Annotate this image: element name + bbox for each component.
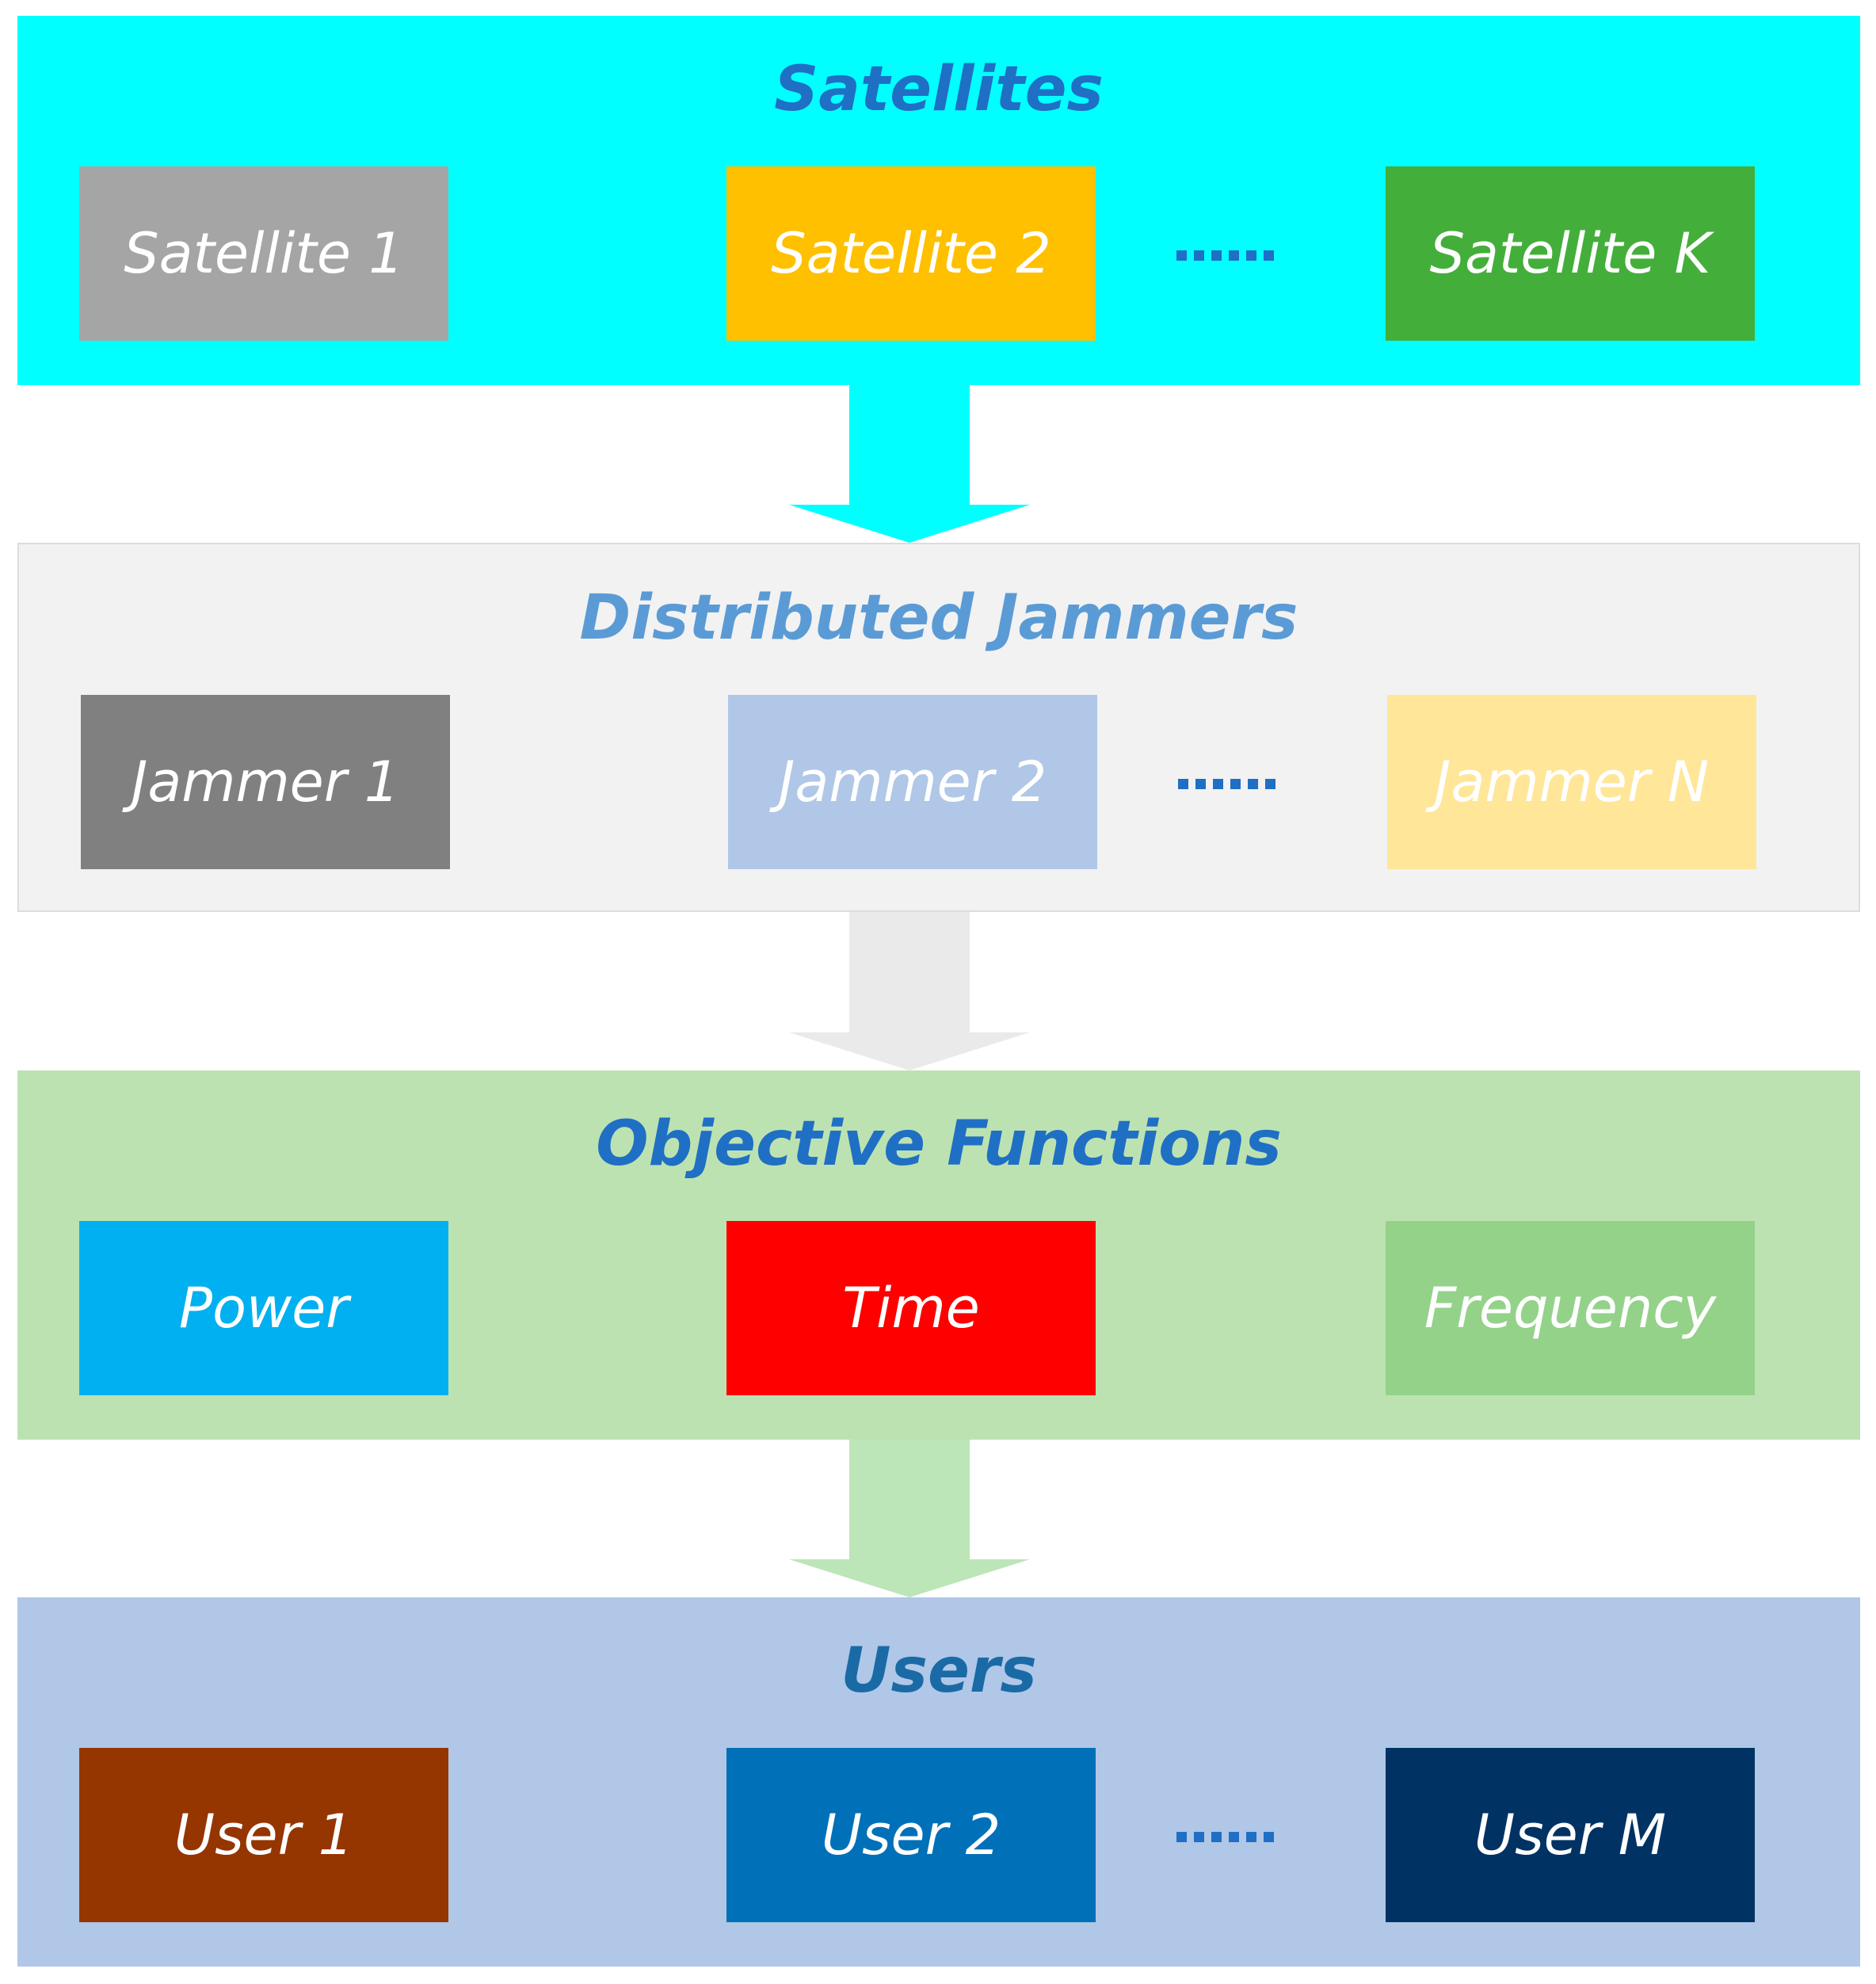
jammer-1-box: Jammer 1 <box>81 695 450 869</box>
satellites-panel: Satellites Satellite 1 Satellite 2 Satel… <box>17 16 1860 385</box>
users-panel: Users User 1 User 2 User M <box>17 1597 1860 1967</box>
user-2-label: User 2 <box>821 1803 1001 1868</box>
users-title: Users <box>841 1635 1037 1707</box>
jammer-2-box: Jammer 2 <box>728 695 1097 869</box>
arrow-objective-to-users <box>789 1440 1030 1597</box>
frequency-box: Frequency <box>1386 1221 1755 1395</box>
objective-functions-title: Objective Functions <box>596 1108 1282 1180</box>
satellite-1-box: Satellite 1 <box>79 166 448 341</box>
user-1-box: User 1 <box>79 1748 448 1922</box>
power-label: Power <box>178 1276 349 1341</box>
user-2-box: User 2 <box>726 1748 1096 1922</box>
jammers-panel: Distributed Jammers Jammer 1 Jammer 2 Ja… <box>17 543 1860 912</box>
satellites-title: Satellites <box>774 54 1104 125</box>
arrow-jammers-to-objective <box>789 912 1030 1070</box>
satellite-k-label: Satellite K <box>1429 221 1711 286</box>
jammer-1-label: Jammer 1 <box>131 750 400 815</box>
objective-functions-panel: Objective Functions Power Time Frequency <box>17 1070 1860 1440</box>
satellite-2-label: Satellite 2 <box>771 221 1051 286</box>
users-ellipsis <box>1176 1832 1274 1842</box>
user-m-box: User M <box>1386 1748 1755 1922</box>
time-label: Time <box>842 1276 980 1341</box>
arrow-satellites-to-jammers <box>789 385 1030 543</box>
jammer-2-label: Jammer 2 <box>778 750 1047 815</box>
power-box: Power <box>79 1221 448 1395</box>
satellites-ellipsis <box>1176 250 1274 261</box>
time-box: Time <box>726 1221 1096 1395</box>
jammer-n-box: Jammer N <box>1387 695 1756 869</box>
user-1-label: User 1 <box>173 1803 354 1868</box>
jammers-ellipsis <box>1178 779 1275 789</box>
frequency-label: Frequency <box>1424 1276 1717 1341</box>
jammer-n-label: Jammer N <box>1434 750 1710 815</box>
jammers-title: Distributed Jammers <box>579 582 1298 654</box>
satellite-k-box: Satellite K <box>1386 166 1755 341</box>
satellite-1-label: Satellite 1 <box>124 221 404 286</box>
satellite-2-box: Satellite 2 <box>726 166 1096 341</box>
user-m-label: User M <box>1474 1803 1667 1868</box>
